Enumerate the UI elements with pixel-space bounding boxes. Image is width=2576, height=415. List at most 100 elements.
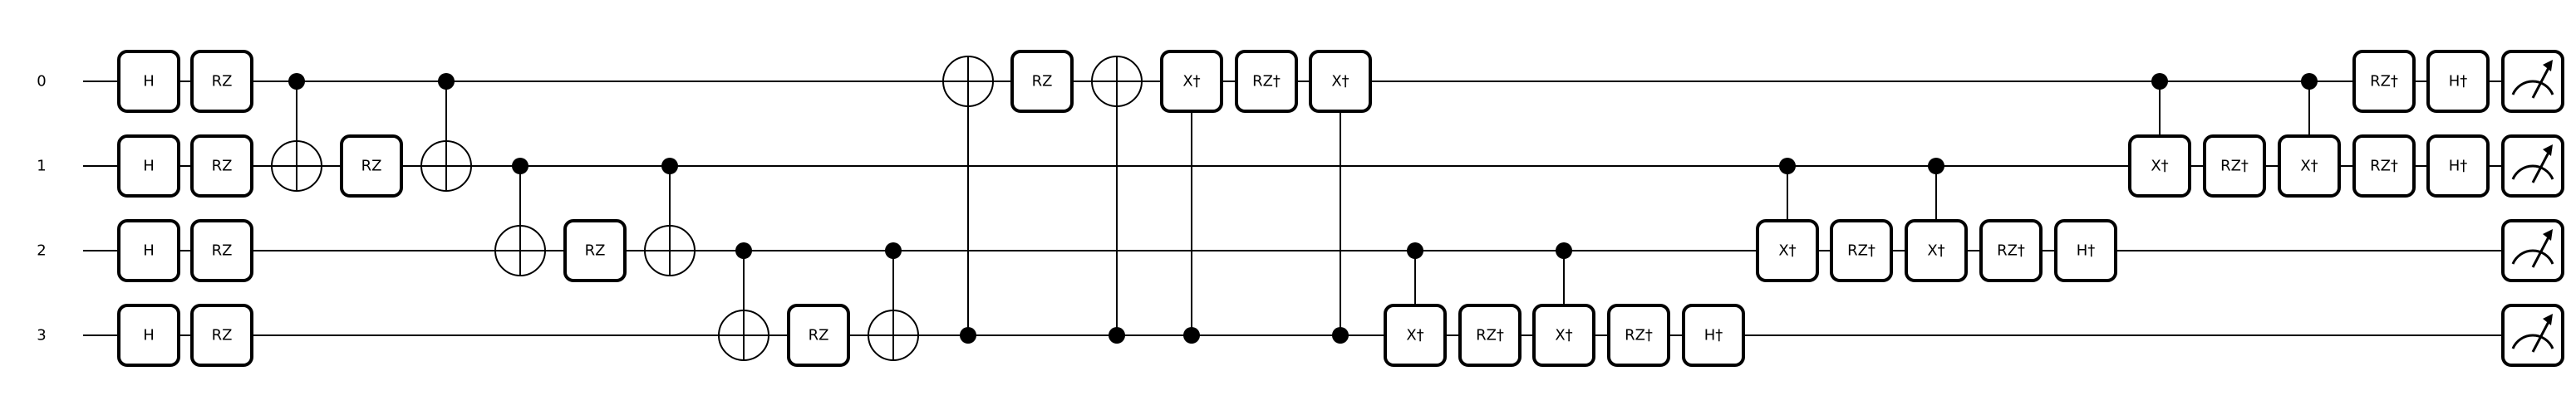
gate-label: RZ (361, 158, 382, 175)
cnot-target (942, 56, 994, 107)
gate-box (1607, 304, 1670, 367)
gate-box (340, 134, 403, 198)
gate-rz†: RZ† (1607, 304, 1670, 367)
control-dot (1109, 327, 1125, 344)
gate-box (2426, 50, 2490, 113)
gate-label: H (143, 158, 155, 175)
gate-label: X† (1406, 327, 1423, 344)
meter-arc-icon (2511, 80, 2554, 95)
gate-box (787, 304, 850, 367)
gate-h: H (117, 134, 180, 198)
control-dot (288, 73, 305, 90)
gate-label: RZ (1032, 73, 1053, 90)
gate-label: X† (2300, 158, 2318, 175)
gate-rz†: RZ† (2352, 134, 2416, 198)
gate-box (2203, 134, 2266, 198)
qubit-label: 3 (37, 327, 46, 344)
gate-h†: H† (2054, 219, 2117, 282)
gate-rz: RZ (190, 134, 253, 198)
meter-arc-icon (2511, 164, 2554, 180)
cnot-target (271, 140, 322, 192)
control-dot (1556, 242, 1572, 259)
gate-h†: H† (2426, 50, 2490, 113)
cnot-target (494, 225, 546, 276)
gate-label: RZ† (2370, 158, 2398, 175)
meter-arc-icon (2511, 249, 2554, 265)
gate-box (190, 304, 253, 367)
gate-rz†: RZ† (2203, 134, 2266, 198)
meter-arrowhead-icon (2543, 229, 2553, 241)
controlled-gate: X† (1756, 219, 1819, 282)
gate-box (117, 50, 180, 113)
gate-h: H (117, 50, 180, 113)
gate-label: RZ (212, 73, 233, 90)
gate-rz†: RZ† (1458, 304, 1522, 367)
gate-label: H† (2077, 242, 2096, 260)
controlled-gate: X† (1160, 50, 1223, 113)
gate-box (2128, 134, 2191, 198)
gate-box (1160, 50, 1223, 113)
control-dot (2151, 73, 2168, 90)
gate-rz†: RZ† (2352, 50, 2416, 113)
gate-box (2054, 219, 2117, 282)
control-dot (661, 158, 678, 174)
gate-box (1830, 219, 1893, 282)
gate-label: RZ† (1625, 327, 1653, 344)
control-dot (438, 73, 455, 90)
qubit-label: 2 (37, 242, 46, 260)
cnot-target (718, 310, 769, 361)
meter-arrowhead-icon (2543, 144, 2553, 156)
cnot-target (644, 225, 696, 276)
controlled-gate: X† (1309, 50, 1372, 113)
control-dot (512, 158, 528, 174)
gate-rz: RZ (787, 304, 850, 367)
gate-rz†: RZ† (1235, 50, 1298, 113)
cnot-target (420, 140, 472, 192)
gate-box (190, 219, 253, 282)
gate-label: RZ† (1997, 242, 2025, 260)
control-dot (1407, 242, 1423, 259)
qubit-label: 0 (37, 73, 46, 90)
gate-label: H† (2449, 73, 2468, 90)
control-dot (1183, 327, 1200, 344)
gate-label: RZ† (1252, 73, 1281, 90)
gate-label: RZ (585, 242, 606, 260)
gate-box (117, 134, 180, 198)
control-dot (1779, 158, 1796, 174)
gate-label: H† (1704, 327, 1723, 344)
gate-label: H† (2449, 158, 2468, 175)
qubit-labels: 0 1 2 3 (37, 73, 46, 344)
controlled-gate: X† (1532, 304, 1595, 367)
controlled-gate: X† (2278, 134, 2341, 198)
gate-label: X† (1182, 73, 1200, 90)
gate-label: X† (1555, 327, 1572, 344)
gate-box (190, 134, 253, 198)
gate-box (2352, 50, 2416, 113)
gate-h: H (117, 304, 180, 367)
gate-box (1905, 219, 1968, 282)
gate-h: H (117, 219, 180, 282)
gate-box (190, 50, 253, 113)
measure-gate (2501, 304, 2564, 367)
qubit-label: 1 (37, 158, 46, 175)
control-dot (735, 242, 752, 259)
gate-label: X† (1331, 73, 1349, 90)
gate-box (1010, 50, 1074, 113)
gate-box (1532, 304, 1595, 367)
gate-rz: RZ (190, 219, 253, 282)
gate-box (1979, 219, 2043, 282)
measure-gate (2501, 50, 2564, 113)
gate-box (2352, 134, 2416, 198)
gate-label: RZ† (2370, 73, 2398, 90)
meter-arc-icon (2511, 334, 2554, 349)
gate-box (117, 219, 180, 282)
gate-rz: RZ (190, 304, 253, 367)
gate-label: X† (1778, 242, 1796, 260)
gate-rz: RZ (563, 219, 627, 282)
gate-h†: H† (1682, 304, 1745, 367)
gate-box (2278, 134, 2341, 198)
gate-label: RZ (809, 327, 829, 344)
gate-label: H (143, 327, 155, 344)
